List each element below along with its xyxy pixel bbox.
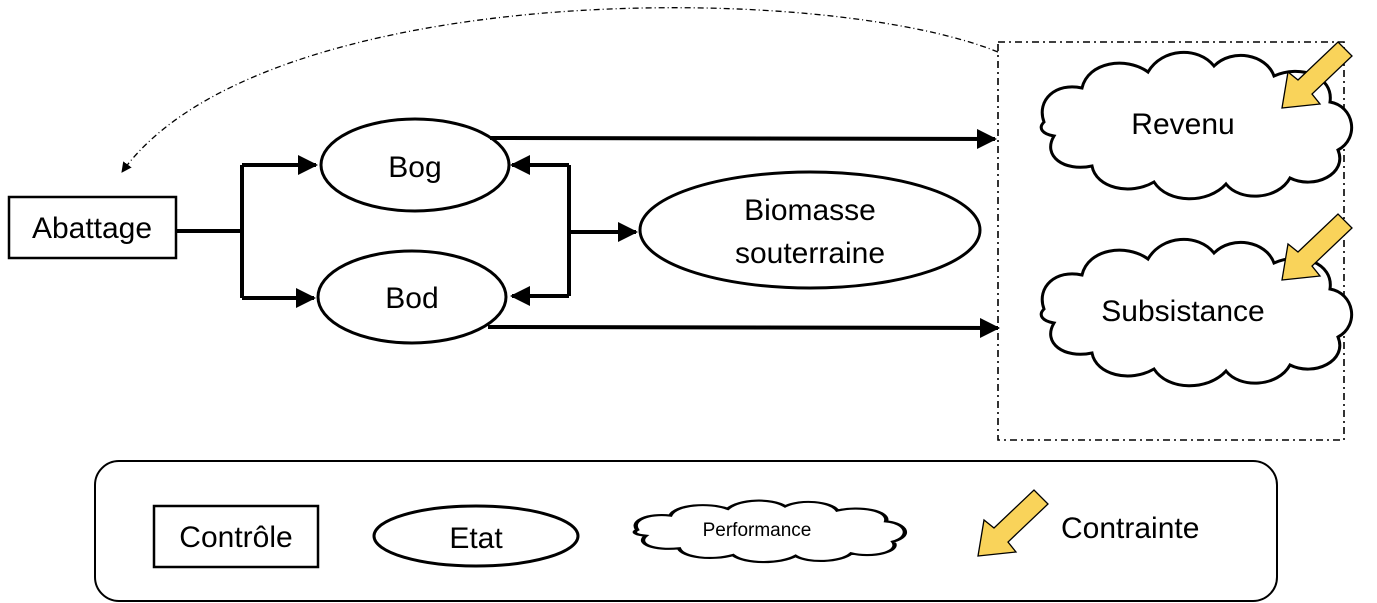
biomasse-label-line2: souterraine <box>735 237 885 270</box>
abattage-label: Abattage <box>32 212 152 245</box>
bog-ellipse <box>319 117 511 213</box>
legend-state-ellipse <box>372 504 580 568</box>
bod-ellipse <box>316 249 508 345</box>
arrow-bog-to-revenu <box>489 128 997 149</box>
performance-frame <box>997 41 1345 441</box>
biomasse-label-line1: Biomasse <box>744 194 876 227</box>
legend-control-box <box>152 504 320 569</box>
legend-state-label: Etat <box>449 522 503 555</box>
abattage-box <box>7 195 178 260</box>
legend-performance-label: Performance <box>703 520 812 541</box>
legend-constraint-label: Contrainte <box>1061 512 1199 545</box>
feedback-curve-arrow <box>121 7 999 173</box>
arrow-bod-to-subsistance <box>487 317 1000 338</box>
abattage-split-connector <box>176 165 244 298</box>
bog-label: Bog <box>388 151 441 184</box>
biomasse-ellipse <box>638 170 982 290</box>
legend-control-label: Contrôle <box>179 521 292 554</box>
subsistance-label: Subsistance <box>1101 295 1264 328</box>
bod-label: Bod <box>385 282 438 315</box>
revenu-label: Revenu <box>1131 108 1234 141</box>
